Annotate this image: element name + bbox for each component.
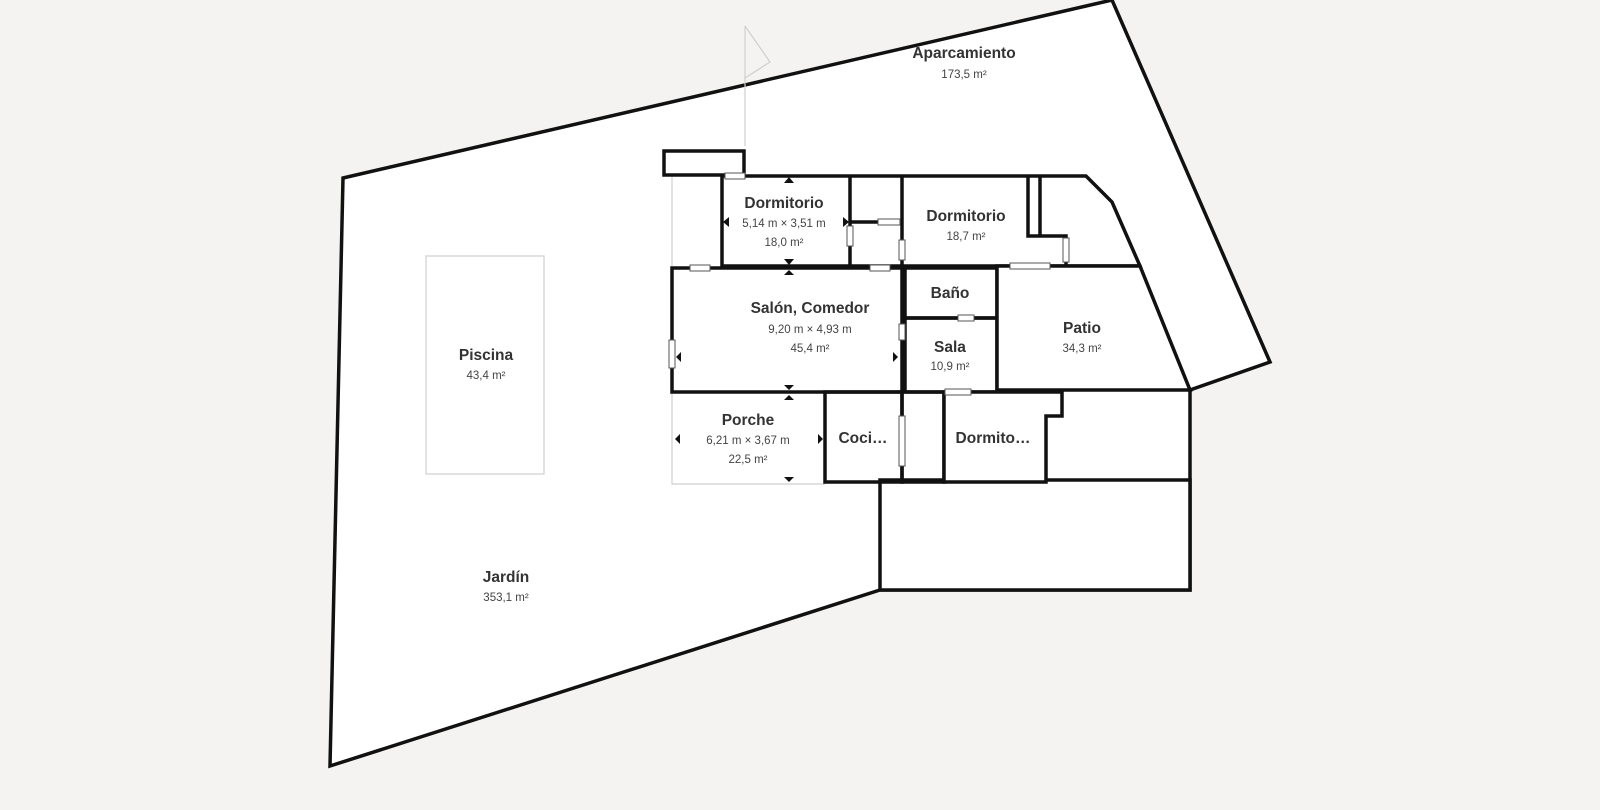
patio-area: 34,3 m² — [1063, 343, 1102, 355]
door-closet2 — [846, 225, 854, 247]
window-salon-top — [689, 264, 711, 272]
aparcamiento-area: 173,5 m² — [941, 69, 987, 81]
door-d2 — [898, 239, 906, 261]
sala-area: 10,9 m² — [931, 361, 970, 373]
guide-flag — [744, 25, 771, 79]
dormitorio2-area: 18,7 m² — [947, 231, 986, 243]
piscina-area: 43,4 m² — [467, 370, 506, 382]
aparcamiento-name: Aparcamiento — [912, 45, 1015, 62]
chimney-box — [662, 149, 746, 177]
cocina-name: Coci… — [838, 430, 887, 447]
porche-dims: 6,21 m × 3,67 m — [706, 435, 789, 447]
window-salon-top2 — [869, 264, 891, 272]
annex-outline — [878, 478, 1192, 592]
piscina-outline — [425, 255, 545, 475]
window-salon-left — [668, 339, 676, 369]
jardin-area: 353,1 m² — [483, 592, 529, 604]
dormitorio3-walls — [942, 390, 1064, 484]
window-patio — [1009, 262, 1051, 270]
dormitorio1-dims: 5,14 m × 3,51 m — [742, 218, 825, 230]
door-d2-right — [1062, 237, 1070, 263]
porche-area: 22,5 m² — [729, 454, 768, 466]
porche-name: Porche — [722, 412, 775, 429]
dormitorio2-name: Dormitorio — [926, 208, 1005, 225]
dormitorio3-name: Dormito… — [956, 430, 1031, 447]
porche-outline — [671, 392, 825, 485]
dormitorio1-name: Dormitorio — [744, 195, 823, 212]
sala-name: Sala — [934, 339, 966, 356]
patio-walls — [995, 264, 1193, 392]
salon-dims: 9,20 m × 4,93 m — [768, 324, 851, 336]
door-closet — [877, 218, 901, 226]
salon-area: 45,4 m² — [791, 343, 830, 355]
upper-block — [720, 174, 1143, 268]
arrows — [675, 177, 898, 482]
dormitorio1-area: 18,0 m² — [765, 237, 804, 249]
window-top-1 — [724, 172, 746, 180]
salon-name: Salón, Comedor — [751, 300, 870, 317]
jardin-name: Jardín — [483, 569, 530, 586]
door-sala — [898, 323, 906, 341]
door-bano — [957, 314, 975, 322]
patio-name: Patio — [1063, 320, 1101, 337]
door-cocina — [898, 415, 906, 467]
piscina-name: Piscina — [459, 347, 514, 364]
door-dorm3 — [944, 388, 972, 396]
bano-name: Baño — [931, 285, 970, 302]
